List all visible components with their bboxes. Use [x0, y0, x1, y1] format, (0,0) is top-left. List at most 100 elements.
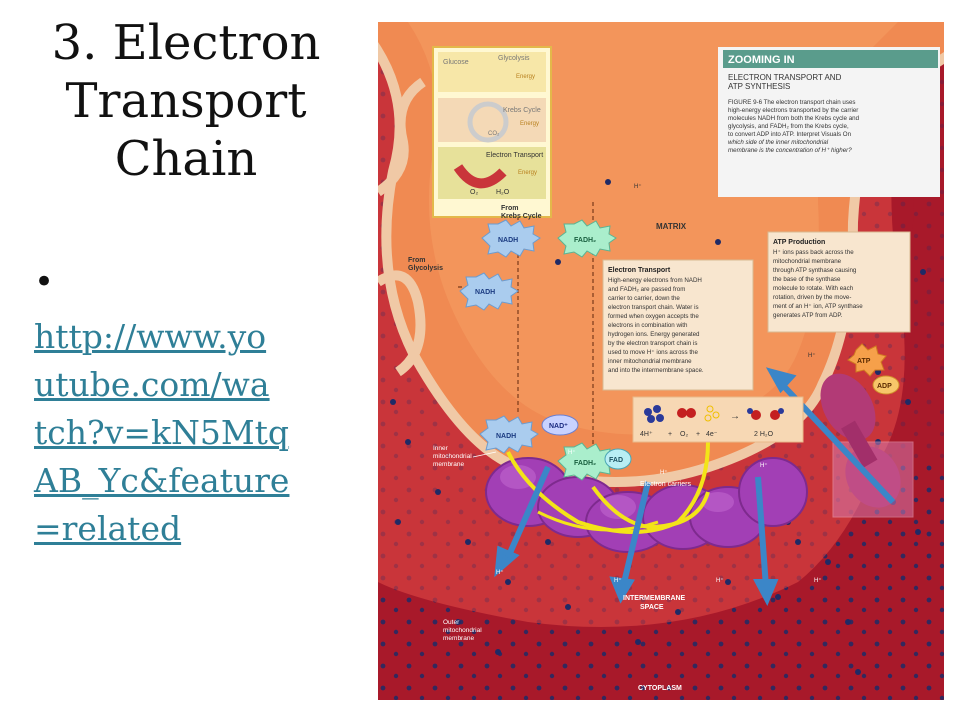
- outer-membrane-label-2: mitochondrial: [443, 627, 482, 634]
- nadh-starburst-krebs: NADH: [481, 219, 541, 258]
- inset-h2o-label: H₂O: [496, 189, 510, 196]
- et-box-line-7: hydrogen ions. Energy generated: [608, 331, 700, 338]
- adp-badge: ADP: [872, 375, 900, 395]
- et-box-line-1: High-energy electrons from NADH: [608, 277, 702, 284]
- inset-energy-label-3: Energy: [518, 170, 537, 176]
- hydrogen-ion-dots: [390, 169, 926, 675]
- bullet-marker: •: [34, 262, 55, 302]
- equation-2-h2o: 2 H₂O: [754, 431, 774, 438]
- equation-arrow: →: [730, 411, 740, 422]
- atp-production-textbox: ATP Production H⁺ ions pass back across …: [767, 231, 911, 333]
- from-glycolysis-label-2: Glycolysis: [408, 265, 443, 272]
- inset-energy-label-2: Energy: [520, 121, 539, 127]
- svg-text:NADH: NADH: [475, 289, 495, 296]
- youtube-link-line-2[interactable]: utube.com/wa: [34, 365, 270, 404]
- equation-plus-1: +: [668, 431, 672, 438]
- caption-line-5: to convert ADP into ATP. Interpret Visua…: [728, 131, 852, 138]
- atp-badge: ATP: [847, 343, 887, 377]
- svg-text:FADH₂: FADH₂: [574, 237, 596, 244]
- h-plus-label-2: H⁺: [660, 469, 668, 476]
- electron-path-nadh: [506, 441, 710, 534]
- inset-electron-transport-label: Electron Transport: [486, 152, 543, 159]
- from-krebs-label-2: Krebs Cycle: [501, 213, 542, 220]
- atp-box-line-5: molecule to rotate. With each: [773, 285, 854, 292]
- youtube-link[interactable]: http://www.yo utube.com/wa tch?v=kN5Mtq …: [34, 313, 364, 553]
- svg-text:ATP: ATP: [857, 358, 871, 365]
- slide-title-line-2: Transport: [65, 73, 307, 129]
- h-plus-label-1: H⁺: [568, 449, 576, 456]
- atp-box-line-2: mitochondrial membrane: [773, 258, 842, 265]
- atp-box-line-3: through ATP synthase causing: [773, 267, 857, 274]
- caption-line-7: membrane is the concentration of H⁺ high…: [728, 147, 852, 154]
- atp-box-line-8: generates ATP from ADP.: [773, 312, 843, 319]
- caption-line-2: high-energy electrons transported by the…: [728, 107, 858, 114]
- from-krebs-label-1: From: [501, 205, 519, 212]
- intermembrane-label-1: INTERMEMBRANE: [623, 595, 686, 602]
- h-plus-label-4: H⁺: [808, 352, 816, 359]
- nadh-starburst-glycolysis: NADH: [459, 272, 519, 311]
- et-box-line-6: electrons in combination with: [608, 322, 688, 329]
- caption-line-4: glycolysis, and FADH₂ from the Krebs cyc…: [728, 123, 849, 130]
- zooming-in-heading: ZOOMING IN: [728, 54, 795, 66]
- h-plus-label-3: H⁺: [760, 462, 768, 469]
- svg-text:FADH₂: FADH₂: [574, 460, 596, 467]
- nadh-starburst-membrane: NADH: [479, 415, 539, 454]
- electron-carriers-label: Electron carriers: [640, 481, 691, 488]
- youtube-link-line-3[interactable]: tch?v=kN5Mtq: [34, 413, 290, 452]
- et-box-line-11: and into the intermembrane space.: [608, 367, 704, 374]
- atp-box-line-1: H⁺ ions pass back across the: [773, 249, 854, 256]
- h-plus-label-5: H⁺: [496, 569, 504, 576]
- et-box-line-4: electron transport chain. Water is: [608, 304, 699, 311]
- inner-membrane-label-3: membrane: [433, 461, 464, 468]
- et-box-line-10: inner mitochondrial membrane: [608, 358, 692, 365]
- atp-box-title: ATP Production: [773, 239, 825, 246]
- equation-plus-2: +: [696, 431, 700, 438]
- mitochondrion-figure: Glucose Glycolysis Krebs Cycle CO₂ Elect…: [378, 22, 944, 700]
- inset-glycolysis-label: Glycolysis: [498, 55, 530, 62]
- slide-title-line-3: Chain: [114, 131, 258, 187]
- slide-title-line-1: 3. Electron: [51, 15, 321, 71]
- cytoplasm-label: CYTOPLASM: [638, 685, 682, 692]
- matrix-label: MATRIX: [656, 222, 687, 231]
- atp-box-line-7: ment of an H⁺ ion, ATP synthase: [773, 303, 863, 310]
- fadh2-starburst-membrane: FADH₂: [557, 442, 617, 481]
- equation-o2: O₂: [680, 431, 688, 438]
- youtube-link-line-5[interactable]: =related: [34, 509, 182, 548]
- svg-text:NADH: NADH: [496, 433, 516, 440]
- svg-text:ADP: ADP: [877, 383, 892, 390]
- inset-o2-label: O₂: [470, 189, 478, 196]
- inset-krebs-label: Krebs Cycle: [503, 107, 541, 114]
- slide-title: 3. Electron Transport Chain: [0, 14, 372, 188]
- et-box-line-8: by the electron transport chain is: [608, 340, 697, 347]
- outer-membrane-label-3: membrane: [443, 635, 474, 642]
- youtube-link-line-4[interactable]: AB_Yc&feature: [34, 461, 290, 500]
- intermembrane-label-2: SPACE: [640, 604, 664, 611]
- caption-line-1: FIGURE 9-6 The electron transport chain …: [728, 99, 855, 106]
- h-plus-label-8: H⁺: [814, 577, 822, 584]
- h-plus-label-6: H⁺: [614, 577, 622, 584]
- overview-inset: Glucose Glycolysis Krebs Cycle CO₂ Elect…: [432, 46, 552, 218]
- h-plus-label-7: H⁺: [716, 577, 724, 584]
- inner-membrane-label-1: Inner: [433, 445, 449, 452]
- fad-badge: FAD: [604, 448, 632, 470]
- water-formation-equation: 4H⁺ + O₂ + 4e⁻ → 2 H₂O: [632, 396, 804, 443]
- from-glycolysis-label-1: From: [408, 257, 426, 264]
- inset-energy-label-1: Energy: [516, 74, 535, 80]
- electron-transport-box-title: Electron Transport: [608, 267, 671, 274]
- et-box-line-5: formed when oxygen accepts the: [608, 313, 699, 320]
- fadh2-starburst-krebs: FADH₂: [557, 219, 617, 258]
- equation-4e-minus: 4e⁻: [706, 431, 718, 438]
- svg-text:NADH: NADH: [498, 237, 518, 244]
- youtube-link-line-1[interactable]: http://www.yo: [34, 317, 267, 356]
- electron-transport-diagram: Glucose Glycolysis Krebs Cycle CO₂ Elect…: [378, 22, 944, 700]
- figure-heading-line-2: ATP SYNTHESIS: [728, 82, 790, 91]
- caption-line-3: molecules NADH from both the Krebs cycle…: [728, 115, 860, 122]
- equation-4h-plus: 4H⁺: [640, 431, 653, 438]
- zooming-in-panel: ZOOMING IN ELECTRON TRANSPORT AND ATP SY…: [718, 47, 940, 197]
- inset-co2-label: CO₂: [488, 131, 500, 137]
- atp-box-line-6: rotation, driven by the move-: [773, 294, 851, 301]
- atp-box-line-4: the base of the synthase: [773, 276, 841, 283]
- nad-plus-badge: NAD⁺: [541, 414, 579, 436]
- et-box-line-2: and FADH₂ are passed from: [608, 286, 685, 293]
- electron-transport-textbox: Electron Transport High-energy electrons…: [602, 259, 754, 391]
